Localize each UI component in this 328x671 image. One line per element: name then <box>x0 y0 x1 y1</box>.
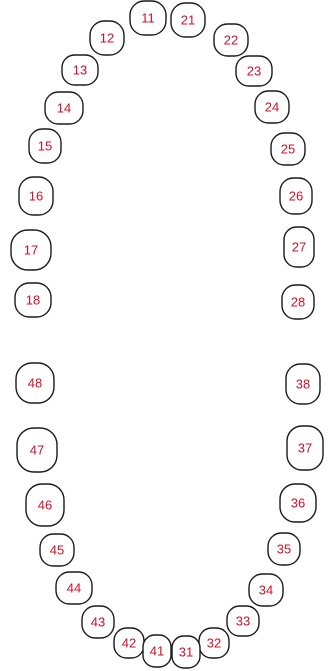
tooth-14[interactable]: 14 <box>45 92 83 124</box>
tooth-26[interactable]: 26 <box>280 178 312 214</box>
tooth-number-label: 14 <box>57 100 71 115</box>
tooth-number-label: 37 <box>298 440 312 455</box>
tooth-number-label: 46 <box>38 497 52 512</box>
tooth-number-label: 43 <box>91 614 105 629</box>
tooth-number-label: 25 <box>281 141 295 156</box>
tooth-44[interactable]: 44 <box>56 572 92 604</box>
tooth-number-label: 42 <box>122 635 136 650</box>
tooth-number-label: 17 <box>24 242 38 257</box>
tooth-number-label: 41 <box>150 643 164 658</box>
tooth-31[interactable]: 31 <box>172 636 200 668</box>
tooth-number-label: 11 <box>141 10 155 25</box>
tooth-36[interactable]: 36 <box>280 484 316 522</box>
tooth-number-label: 32 <box>207 635 221 650</box>
tooth-15[interactable]: 15 <box>29 129 61 163</box>
tooth-37[interactable]: 37 <box>287 426 323 470</box>
tooth-28[interactable]: 28 <box>282 285 314 319</box>
tooth-32[interactable]: 32 <box>199 628 229 658</box>
tooth-43[interactable]: 43 <box>82 606 114 638</box>
tooth-22[interactable]: 22 <box>214 24 248 56</box>
tooth-35[interactable]: 35 <box>268 533 300 565</box>
tooth-number-label: 13 <box>73 62 87 77</box>
tooth-number-label: 36 <box>291 495 305 510</box>
tooth-47[interactable]: 47 <box>17 428 57 472</box>
tooth-number-label: 35 <box>277 541 291 556</box>
tooth-number-label: 33 <box>236 613 250 628</box>
tooth-13[interactable]: 13 <box>62 55 98 85</box>
tooth-25[interactable]: 25 <box>271 133 305 165</box>
tooth-number-label: 28 <box>291 294 305 309</box>
tooth-18[interactable]: 18 <box>15 283 51 317</box>
tooth-34[interactable]: 34 <box>249 574 283 606</box>
tooth-21[interactable]: 21 <box>171 3 205 37</box>
tooth-12[interactable]: 12 <box>90 21 124 55</box>
tooth-number-label: 16 <box>29 188 43 203</box>
tooth-23[interactable]: 23 <box>236 56 272 86</box>
tooth-38[interactable]: 38 <box>286 364 320 404</box>
tooth-number-label: 24 <box>265 99 279 114</box>
tooth-17[interactable]: 17 <box>11 230 51 270</box>
tooth-number-label: 47 <box>30 442 44 457</box>
tooth-number-label: 44 <box>67 580 81 595</box>
tooth-48[interactable]: 48 <box>16 363 54 403</box>
tooth-11[interactable]: 11 <box>130 1 166 35</box>
tooth-number-label: 45 <box>50 542 64 557</box>
tooth-number-label: 23 <box>247 63 261 78</box>
tooth-number-label: 27 <box>292 239 306 254</box>
tooth-45[interactable]: 45 <box>40 534 74 566</box>
tooth-33[interactable]: 33 <box>227 606 259 636</box>
tooth-24[interactable]: 24 <box>255 91 289 123</box>
tooth-number-label: 38 <box>296 376 310 391</box>
tooth-number-label: 48 <box>28 375 42 390</box>
tooth-16[interactable]: 16 <box>19 177 53 215</box>
tooth-number-label: 34 <box>259 582 273 597</box>
tooth-42[interactable]: 42 <box>114 628 144 658</box>
tooth-number-label: 22 <box>224 32 238 47</box>
tooth-27[interactable]: 27 <box>284 227 314 267</box>
tooth-number-label: 15 <box>38 138 52 153</box>
tooth-number-label: 12 <box>100 30 114 45</box>
tooth-number-label: 26 <box>289 188 303 203</box>
tooth-number-label: 31 <box>179 644 193 659</box>
tooth-number-label: 21 <box>181 12 195 27</box>
tooth-46[interactable]: 46 <box>26 484 64 526</box>
tooth-41[interactable]: 41 <box>143 635 171 667</box>
tooth-number-label: 18 <box>26 292 40 307</box>
